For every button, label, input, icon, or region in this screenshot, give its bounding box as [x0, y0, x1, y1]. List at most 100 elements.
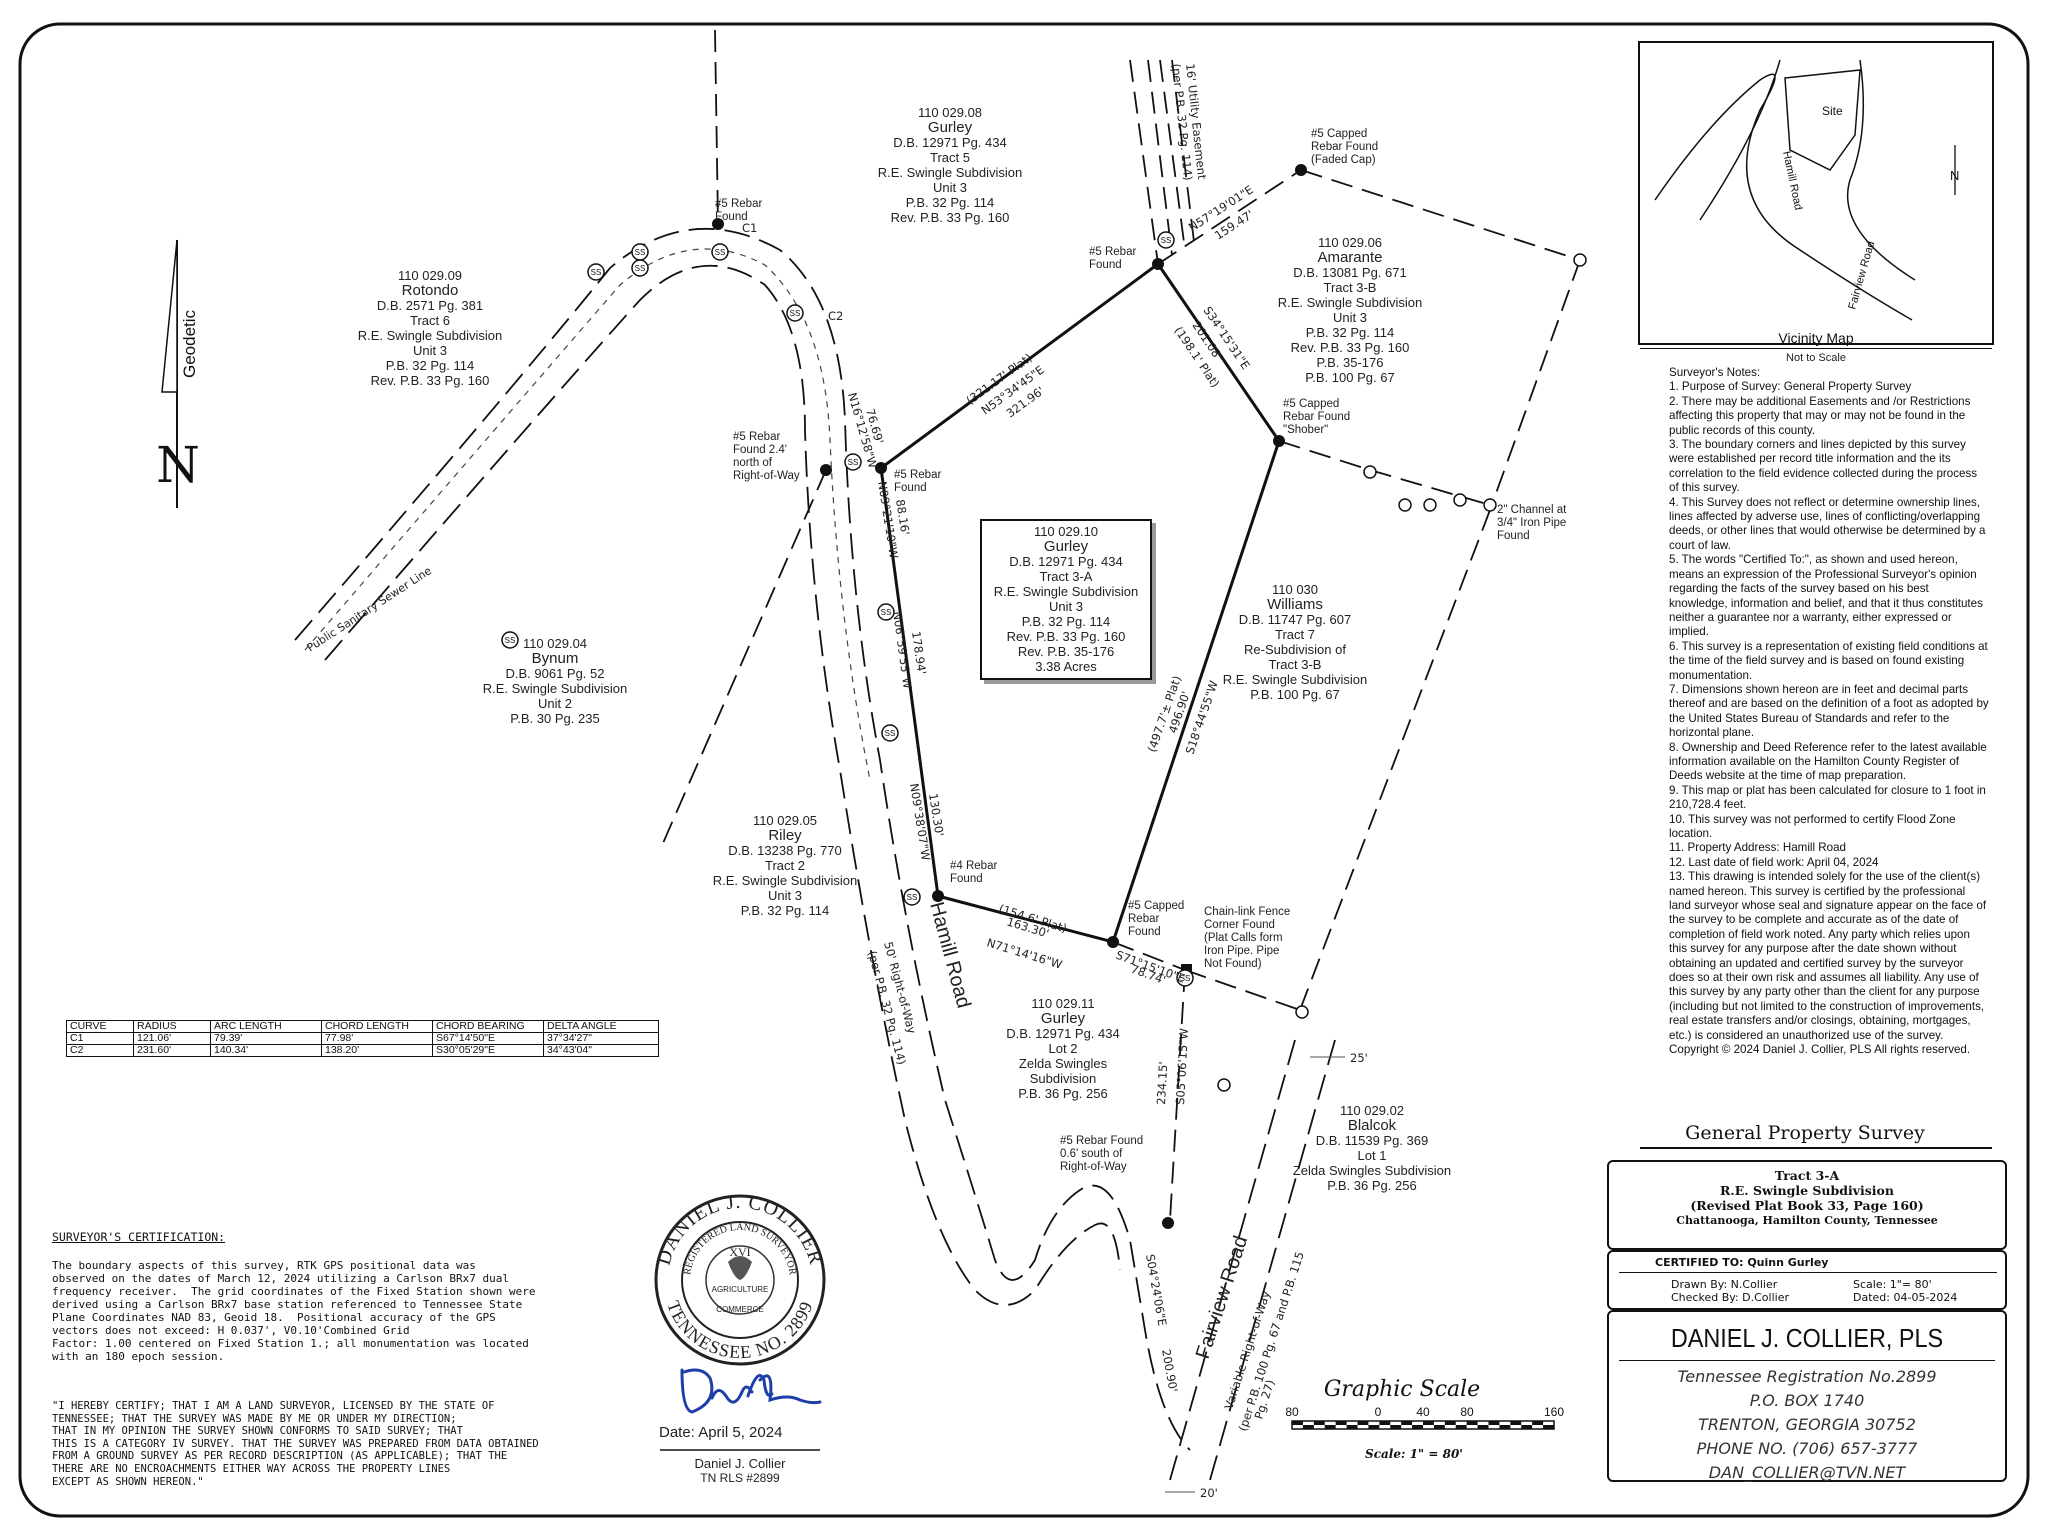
graphic-scale-tick: 0 — [1375, 1405, 1382, 1419]
monument-label-capped-bottom-line: Found — [1128, 926, 1161, 938]
parcel-williams-line: Re-Subdivision of — [1244, 642, 1346, 657]
signature-date: Date: April 5, 2024 — [659, 1424, 783, 1441]
monument-label-06-line: Right-of-Way — [1060, 1161, 1127, 1173]
sewer-line — [304, 248, 871, 781]
adjoiner-lines — [659, 29, 1581, 1221]
parcel-gurley-top-line: Rev. P.B. 33 Pg. 160 — [890, 210, 1010, 225]
label-n06-dist: 178.94' — [909, 630, 929, 675]
graphic-scale-segment — [1412, 1425, 1423, 1429]
monument-label-24-line: #5 Rebar — [733, 431, 781, 443]
note-item: Copyright © 2024 Daniel J. Collier, PLS … — [1669, 1043, 1971, 1057]
sewer-manhole-icon: SS — [786, 304, 804, 322]
firm-registration: Tennessee Registration No.2899 — [1677, 1367, 1937, 1386]
firm-phone: PHONE NO. (706) 657-3777 — [1696, 1439, 1918, 1458]
fairview-road — [1169, 1039, 1336, 1481]
note-item: 2. There may be additional Easements and… — [1669, 394, 1971, 437]
sewer-manhole-label: SS — [881, 608, 892, 617]
parcel-rotondo-line: P.B. 32 Pg. 114 — [385, 358, 475, 373]
graphic-scale-segment — [1292, 1421, 1303, 1425]
sewer-manhole-label: SS — [790, 309, 801, 318]
monument-left — [875, 462, 887, 474]
sewer-manhole-icon: SS — [1176, 969, 1194, 987]
parcel-gurley-top-line: Tract 5 — [930, 150, 970, 165]
parcel-subject-line: Gurley — [1043, 538, 1089, 555]
certification-line: observed on the dates of March 12, 2024 … — [52, 1272, 509, 1285]
curve-table-cell: 138.20' — [321, 1044, 433, 1057]
title-checked-by: Checked By: D.Collier — [1671, 1291, 1789, 1304]
certification-line: EXCEPT AS SHOWN HEREON." — [52, 1475, 204, 1488]
surveyor-notes: Surveyor's Notes: 1. Purpose of Survey: … — [1669, 366, 1989, 1058]
monument-label-shober-line: "Shober" — [1283, 424, 1329, 436]
sewer-manhole-icon: SS — [881, 724, 899, 742]
label-s05-dist: 234.15' — [1154, 1061, 1170, 1105]
certification-body: The boundary aspects of this survey, RTK… — [52, 1259, 535, 1363]
firm-po-box: P.O. BOX 1740 — [1749, 1391, 1865, 1410]
curve-table-heading: ARC LENGTH — [210, 1020, 322, 1033]
title-drawn-by: Drawn By: N.Collier — [1671, 1278, 1778, 1291]
sewer-manhole-icon: SS — [1157, 231, 1175, 249]
graphic-scale-segment — [1379, 1421, 1391, 1425]
graphic-scale-tick: 40 — [1416, 1405, 1430, 1419]
monument-label-capped-bottom-line: Rebar — [1128, 913, 1160, 925]
parcel-williams-line: P.B. 100 Pg. 67 — [1250, 687, 1340, 702]
parcel-gurley-bottom-line: 110 029.11 — [1031, 996, 1095, 1011]
parcel-riley-line: R.E. Swingle Subdivision — [712, 873, 858, 888]
label-s05: S05°06'15"W — [1173, 1028, 1191, 1105]
parcel-riley-line: D.B. 13238 Pg. 770 — [728, 843, 842, 858]
parcel-riley-line: Unit 3 — [768, 888, 802, 903]
graphic-scale-segment — [1466, 1421, 1478, 1425]
note-item: 1. Purpose of Survey: General Property S… — [1669, 380, 1912, 394]
vicinity-site: Site — [1822, 104, 1843, 118]
parcel-blalcok-line: 110 029.02 — [1339, 1103, 1405, 1118]
monument-label-rebar4-line: Found — [950, 873, 983, 885]
label-s04-dist: 200.90' — [1159, 1348, 1180, 1393]
certification-line: THERE ARE NO ENCROACHMENTS EITHER WAY AC… — [52, 1462, 451, 1475]
label-s04: S04°24'06"E — [1143, 1253, 1169, 1327]
label-c2: C2 — [828, 309, 843, 323]
certification-line: frequency receiver. The grid coordinates… — [52, 1285, 536, 1298]
monument-label-faded-line: #5 Capped — [1311, 128, 1368, 140]
curve-table-heading: CHORD BEARING — [432, 1020, 544, 1033]
firm-email: DAN_COLLIER@TVN.NET — [1708, 1463, 1906, 1482]
parcel-subject-line: Unit 3 — [1049, 599, 1083, 614]
parcel-amarante-line: P.B. 32 Pg. 114 — [1305, 325, 1395, 340]
certification-line: "I HEREBY CERTIFY; THAT I AM A LAND SURV… — [52, 1400, 495, 1412]
graphic-scale-tick: 80 — [1460, 1405, 1474, 1419]
vicinity-north: N — [1950, 168, 1959, 183]
parcel-bynum-line: R.E. Swingle Subdivision — [482, 681, 628, 696]
graphic-scale-segment — [1499, 1425, 1511, 1429]
sewer-manhole-label: SS — [591, 268, 602, 277]
graphic-scale-segment — [1401, 1421, 1413, 1425]
curve-table-heading: CURVE — [66, 1020, 134, 1033]
sewer-manhole-label: SS — [635, 248, 646, 257]
certification-line: THAT IN MY OPINION THE SURVEY SHOWN CONF… — [52, 1425, 463, 1438]
vicinity-title-underline — [1640, 348, 1992, 349]
note-item: 7. Dimensions shown hereon are in feet a… — [1669, 682, 1989, 740]
monument-label-fence-line: (Plat Calls form — [1204, 932, 1283, 944]
sewer-manhole-icon: SS — [631, 259, 649, 277]
graphic-scale-segment — [1335, 1421, 1347, 1425]
subject-boundary — [879, 262, 1281, 944]
graphic-scale-segment — [1423, 1421, 1434, 1425]
monument-shober — [1273, 435, 1285, 447]
monument-06 — [1162, 1217, 1174, 1229]
monument-label-left-line: #5 Rebar — [894, 469, 942, 481]
note-item: 9. This map or plat has been calculated … — [1669, 783, 1986, 812]
parcel-bynum-line: 110 029.04 — [522, 636, 588, 651]
curve-table-cell: 34°43'04" — [543, 1044, 659, 1057]
note-item: 10. This survey was not performed to cer… — [1669, 812, 1956, 840]
note-item: 3. The boundary corners and lines depict… — [1669, 438, 1978, 495]
graphic-scale-segment — [1357, 1421, 1369, 1425]
curve-table-cell: C2 — [66, 1044, 134, 1057]
vicinity-map: Site Hamill Road Fairview Road N Vicinit… — [1638, 41, 1994, 346]
note-item: 11. Property Address: Hamill Road — [1669, 841, 1846, 855]
curve-table-cell: S67°14'50"E — [432, 1032, 544, 1045]
title-tract: Tract 3-A — [1774, 1168, 1840, 1183]
parcel-amarante-line: D.B. 13081 Pg. 671 — [1293, 265, 1407, 280]
